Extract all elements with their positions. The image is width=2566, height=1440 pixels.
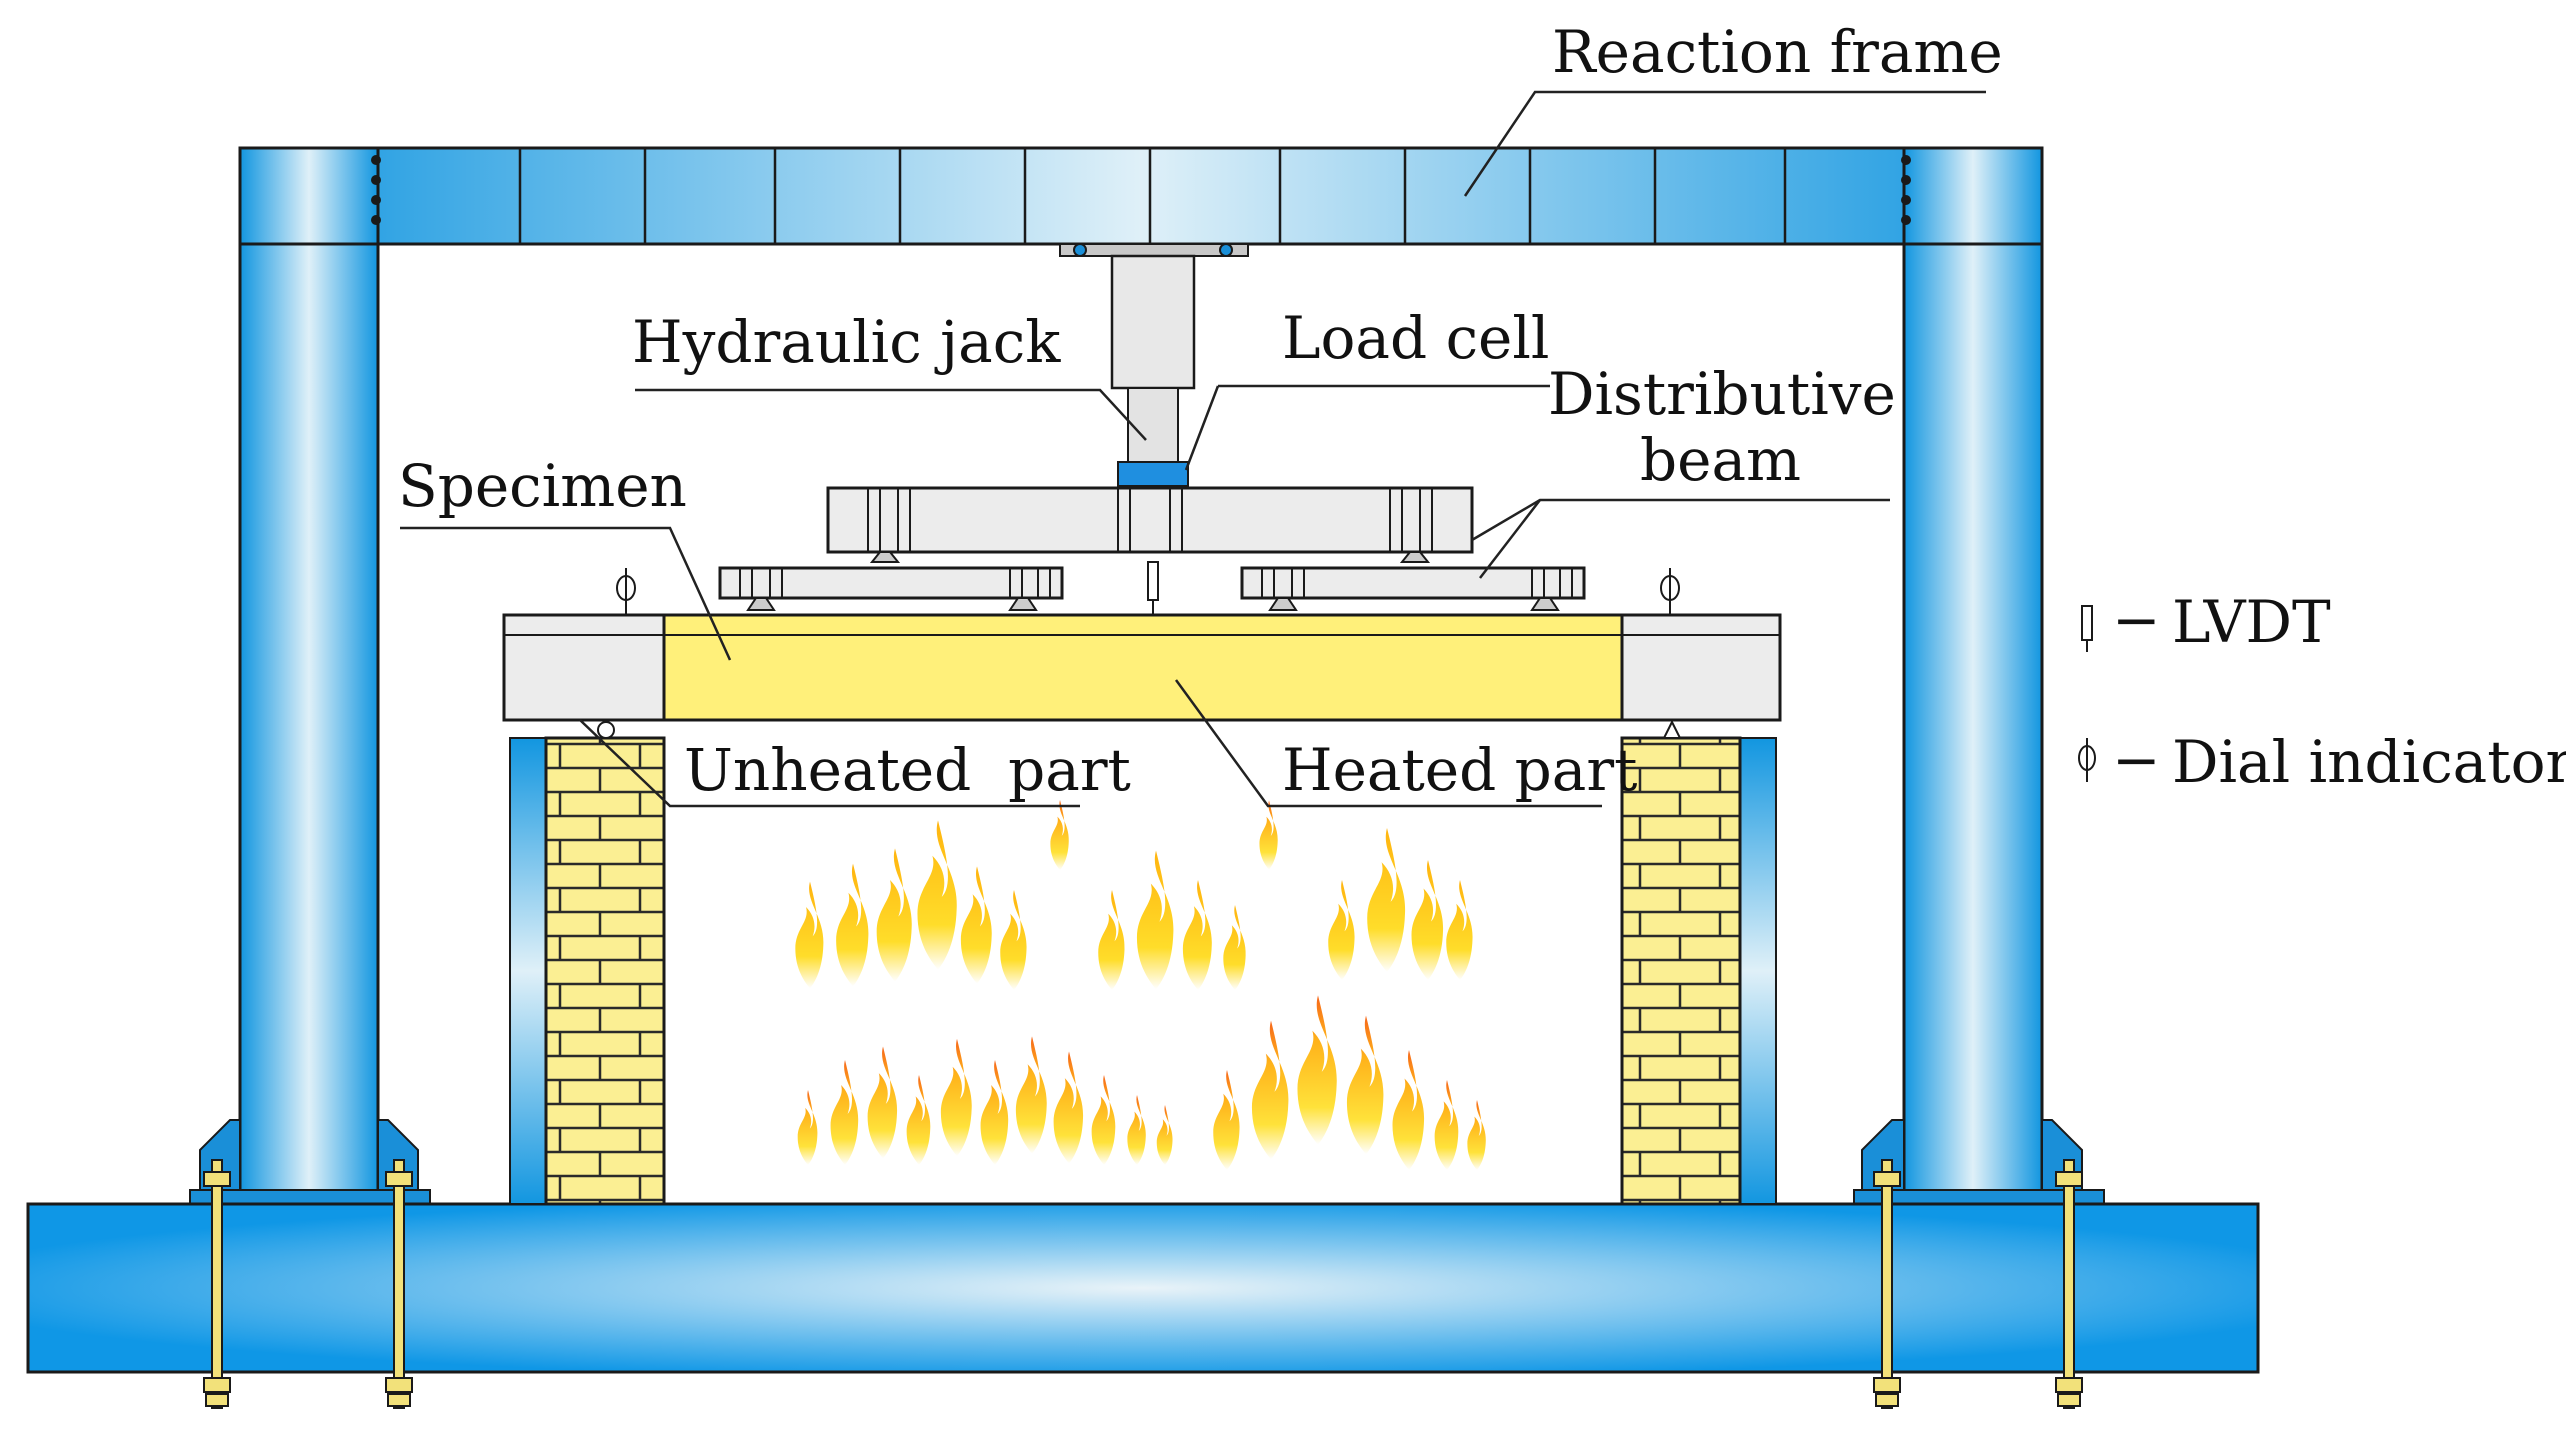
base-beam [26, 1202, 2260, 1374]
label-distributive-beam-line1: Distributive [1548, 360, 1896, 428]
anchor-bolts [203, 1159, 2083, 1409]
dial-indicator-left [616, 568, 636, 615]
label-heated-part: Heated part [1282, 736, 1637, 804]
left-brick-support [509, 736, 666, 1206]
legend-lvdt-label: LVDT [2172, 588, 2331, 656]
legend-dial-indicator-label: Dial indicator [2172, 728, 2566, 796]
left-roller-support [597, 721, 615, 739]
label-unheated-part: Unheated part [684, 736, 1131, 804]
flame-cluster-upper-middle [1098, 850, 1246, 990]
fire-flames [795, 800, 1486, 1170]
label-specimen: Specimen [398, 452, 687, 520]
right-column [1902, 242, 2044, 1206]
label-load-cell: Load cell [1282, 304, 1550, 372]
flame-small [1050, 800, 1069, 870]
legend-dial-indicator: − Dial indicator [2078, 726, 2566, 796]
left-column [238, 242, 380, 1206]
heated-part [662, 613, 1624, 722]
legend-lvdt: − LVDT [2081, 586, 2331, 656]
legend-dial-separator: − [2112, 726, 2161, 794]
lvdt-midspan [1147, 561, 1159, 615]
reaction-frame-top-beam [238, 146, 2044, 246]
flame-cluster-upper-left [795, 820, 1027, 990]
distributive-beam-lower-left [718, 566, 1064, 611]
label-hydraulic-jack: Hydraulic jack [632, 308, 1061, 376]
flame-spark [1259, 800, 1278, 870]
reaction-frame-stiffeners [518, 148, 1787, 244]
label-reaction-frame: Reaction frame [1552, 18, 2003, 86]
legend-lvdt-separator: − [2112, 586, 2161, 654]
leader-lines [400, 90, 1986, 808]
hydraulic-jack [1059, 243, 1249, 463]
distributive-beam-upper [826, 486, 1474, 563]
column-base-plates [189, 1119, 2105, 1205]
label-distributive-beam-line2: beam [1640, 426, 1801, 494]
flame-cluster-lower-left [797, 1036, 1173, 1165]
reaction-frame [189, 146, 2105, 1206]
frame-bolts [371, 155, 1911, 225]
load-cell [1117, 461, 1189, 487]
legend: − LVDT − Dial indicator [2078, 586, 2566, 796]
distributive-beam-lower-right [1240, 566, 1586, 611]
right-pin-support [1662, 719, 1682, 739]
dial-indicator-right [1660, 568, 1680, 615]
flame-cluster-lower-right [1213, 995, 1486, 1170]
flame-cluster-upper-right [1328, 828, 1473, 980]
right-brick-support [1620, 736, 1777, 1206]
lvdt-symbol-icon [2081, 605, 2093, 641]
specimen-beam [502, 613, 1782, 722]
